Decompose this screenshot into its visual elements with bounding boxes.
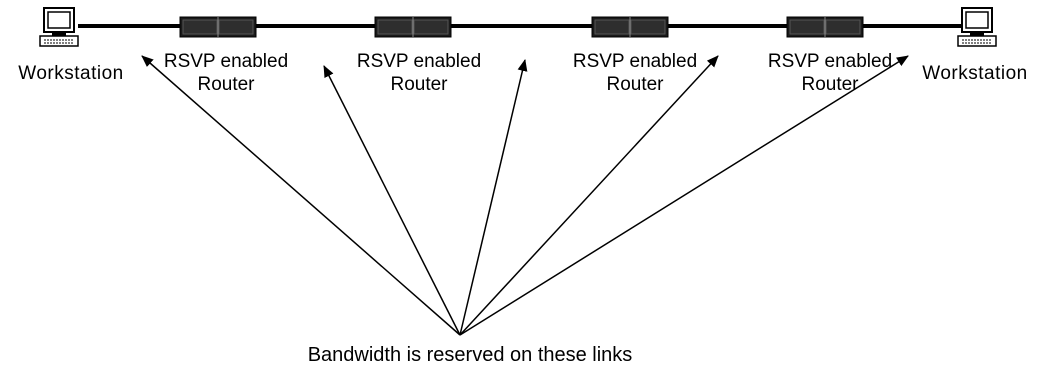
reservation-arrow xyxy=(323,65,461,336)
reservation-arrows xyxy=(141,55,909,336)
router-label-line2: Router xyxy=(390,74,448,95)
workstation-label-left: Workstation xyxy=(18,63,124,84)
router-label: RSVP enabled Router xyxy=(555,50,715,96)
router-label-line1: RSVP enabled xyxy=(356,51,482,72)
reservation-arrow xyxy=(141,55,461,336)
router-icon xyxy=(179,16,257,38)
workstation-icon xyxy=(39,7,79,47)
router-label-line1: RSVP enabled xyxy=(163,51,289,72)
router-label-line2: Router xyxy=(197,74,255,95)
router-label: RSVP enabled Router xyxy=(146,50,306,96)
workstation-label-right: Workstation xyxy=(922,63,1028,84)
router-label-line1: RSVP enabled xyxy=(572,51,698,72)
router-label: RSVP enabled Router xyxy=(750,50,910,96)
reservation-arrow xyxy=(459,55,719,336)
router-label-line1: RSVP enabled xyxy=(767,51,893,72)
reservation-arrow xyxy=(459,59,528,336)
router-icon xyxy=(374,16,452,38)
workstation-icon xyxy=(957,7,997,47)
reservation-arrow xyxy=(459,55,909,336)
router-icon xyxy=(786,16,864,38)
router-label-line2: Router xyxy=(801,74,859,95)
bandwidth-caption: Bandwidth is reserved on these links xyxy=(307,344,633,366)
router-icon xyxy=(591,16,669,38)
router-label-line2: Router xyxy=(606,74,664,95)
router-label: RSVP enabled Router xyxy=(339,50,499,96)
